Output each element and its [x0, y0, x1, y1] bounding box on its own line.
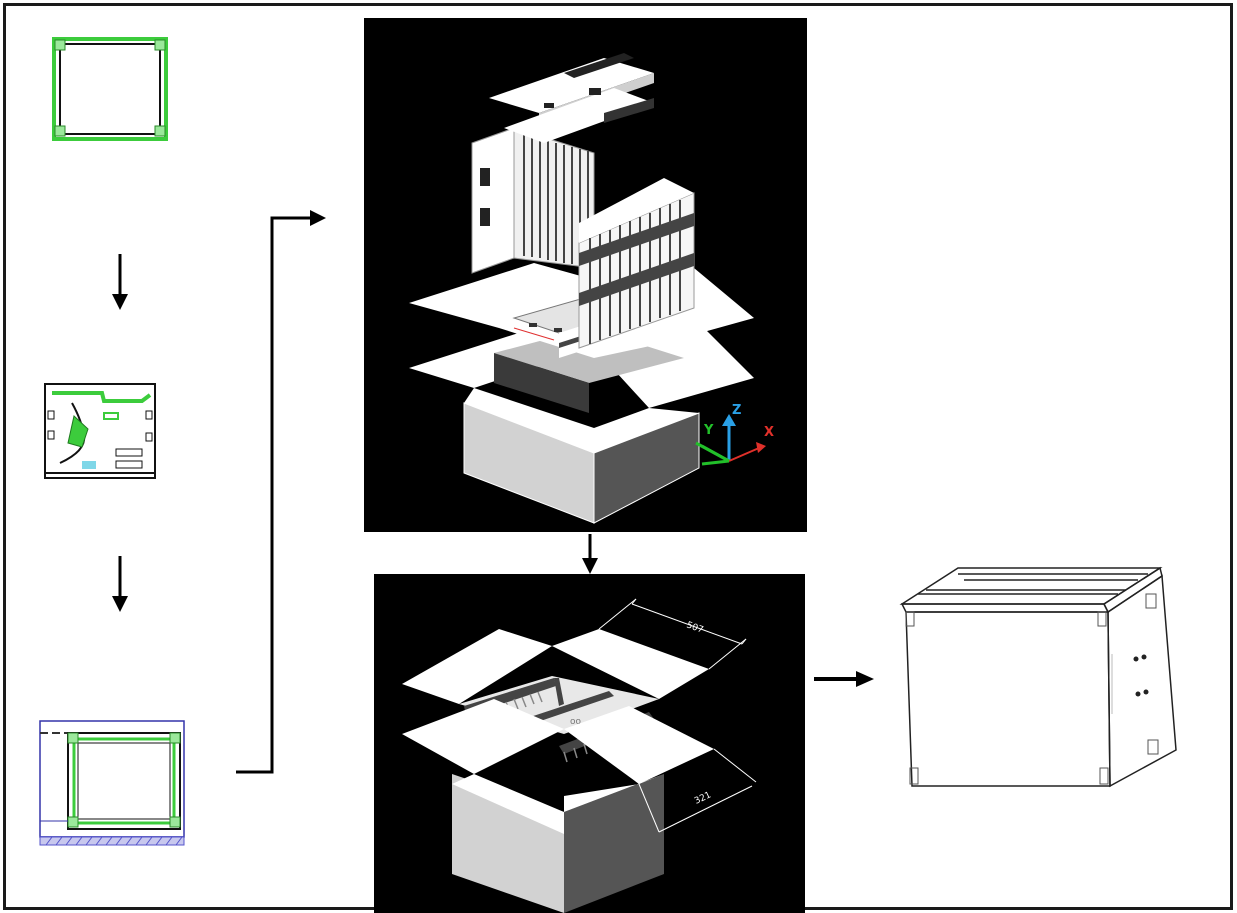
packed-box-view: -o- o oo 507 321 — [374, 574, 805, 913]
arrow-right-icon — [814, 671, 874, 687]
arrow-right-icon — [236, 210, 326, 774]
layout-drawing — [44, 383, 156, 479]
arrow-down-icon — [112, 556, 128, 612]
dimension-depth-label: 507 — [685, 620, 705, 635]
axis-gizmo-icon: Z Y X — [695, 403, 774, 466]
arrow-down-icon — [582, 534, 598, 574]
axis-label-z: Z — [732, 403, 741, 418]
axis-label-x: X — [764, 425, 774, 440]
frame-outline-drawing — [52, 37, 168, 141]
axis-label-y: Y — [703, 423, 714, 438]
packaging-section-drawing — [39, 720, 185, 846]
closed-box-drawing — [899, 566, 1177, 788]
arrow-down-icon — [112, 254, 128, 310]
dimension-width-label: 321 — [693, 790, 713, 806]
exploded-3d-view: Z Y X — [364, 18, 807, 532]
svg-text:oo: oo — [570, 717, 582, 727]
